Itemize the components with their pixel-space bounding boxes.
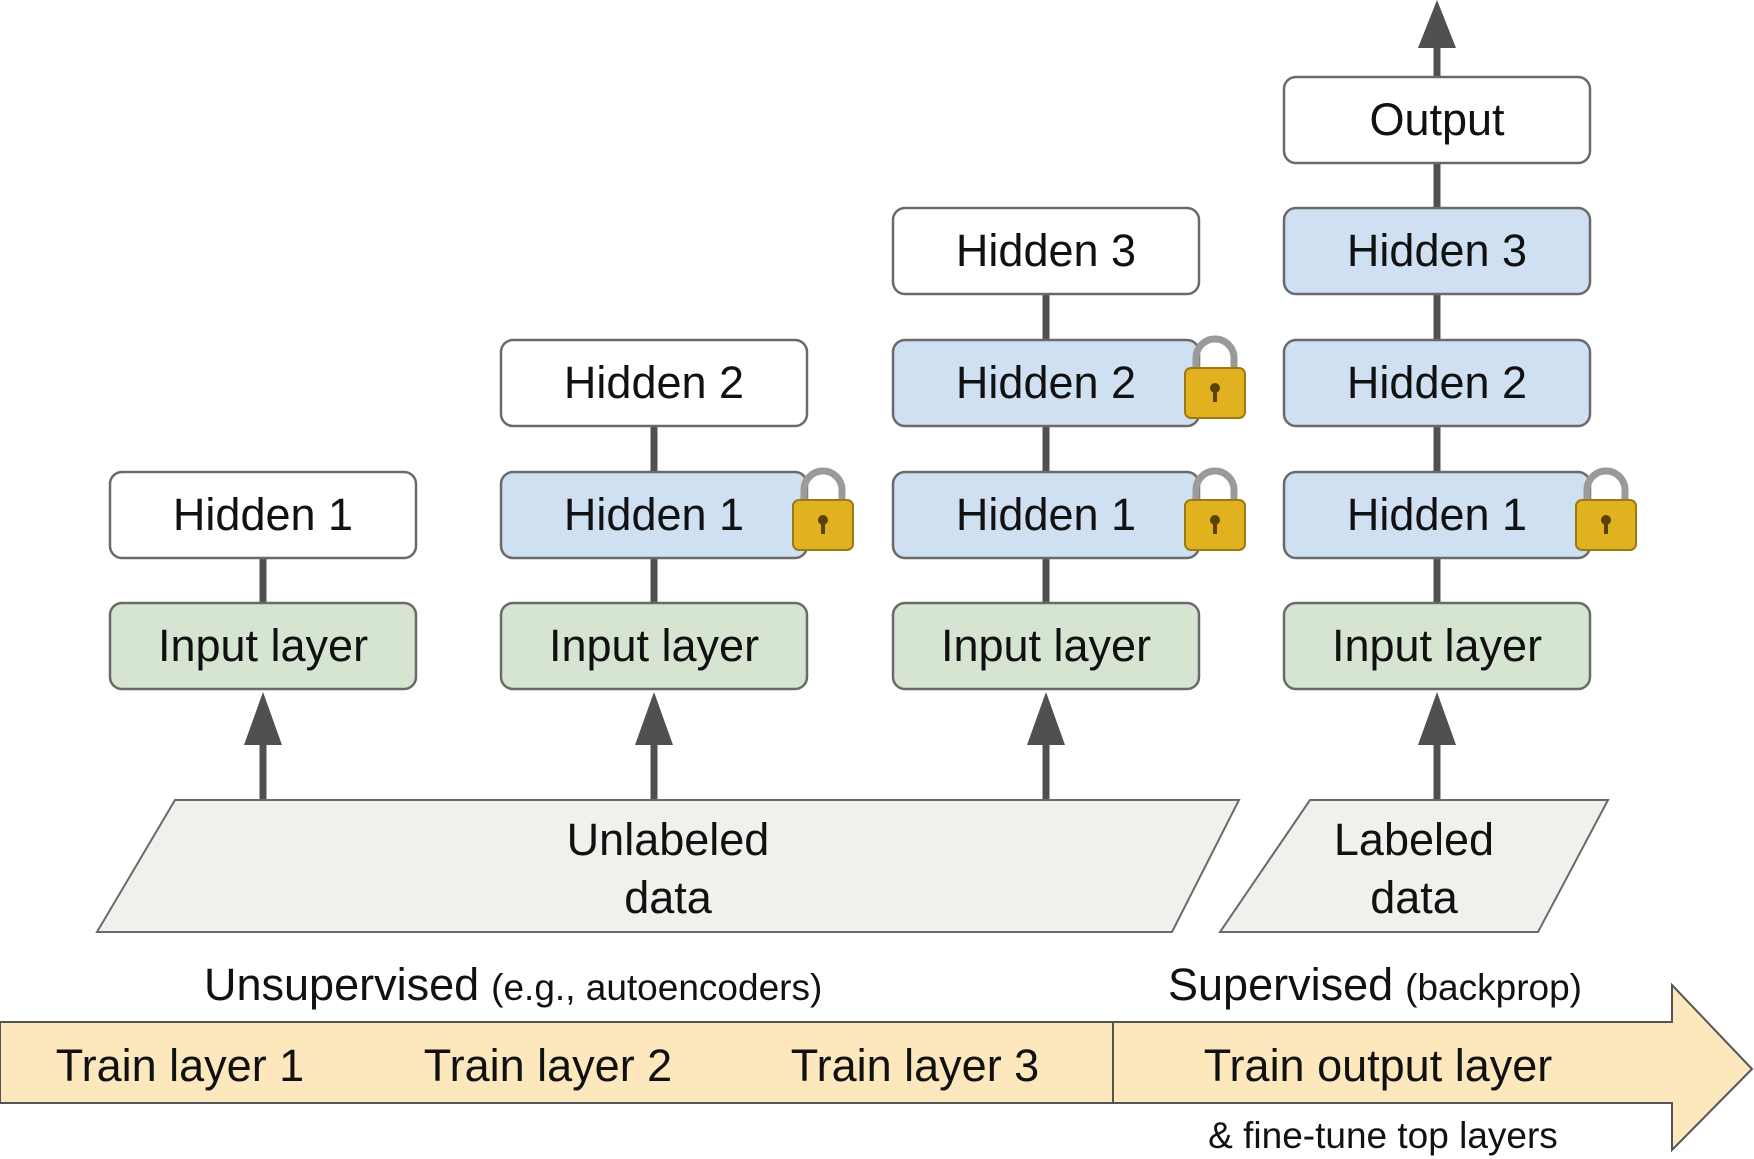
unlabeled-data-label-line1: Unlabeled <box>567 814 770 865</box>
unlabeled-data-label-line2: data <box>624 872 713 923</box>
training-progress-arrow <box>0 982 1754 1153</box>
layer-label: Hidden 1 <box>173 489 353 540</box>
padlock-icon <box>792 467 854 551</box>
layer-box <box>499 338 809 428</box>
lock-keyhole-slot <box>1213 522 1217 534</box>
stage-4-layer-hidden-3: Hidden 3 <box>1282 206 1592 296</box>
stage-4-input-arrow-head <box>1418 692 1456 745</box>
stage-3-layer-hidden-3: Hidden 3 <box>891 206 1201 296</box>
labeled-data-label-line2: data <box>1370 872 1459 923</box>
stage-2: Input layer Hidden 1 Hidden 2 <box>499 338 854 691</box>
step-train-layer-2: Train layer 2 <box>424 1040 672 1091</box>
stage-1: Input layer Hidden 1 <box>108 470 418 691</box>
stage-3-input-arrow-head <box>1027 692 1065 745</box>
lock-keyhole <box>1210 383 1220 393</box>
unlabeled-data-shape <box>95 799 1241 933</box>
lock-keyhole-slot <box>1604 522 1608 534</box>
lock-keyhole-slot <box>1213 390 1217 402</box>
stage-2-input-arrow-head <box>635 692 673 745</box>
stage-3-layer-input-layer: Input layer <box>891 601 1201 691</box>
layer-label: Input layer <box>941 620 1151 671</box>
lock-keyhole <box>1601 515 1611 525</box>
layer-box <box>1282 75 1592 165</box>
stage-4-layer-input-layer: Input layer <box>1282 601 1592 691</box>
layer-label: Output <box>1369 94 1505 145</box>
padlock-icon <box>1184 467 1246 551</box>
stage-2-layer-hidden-1: Hidden 1 <box>499 467 854 560</box>
stage-4-layer-hidden-1: Hidden 1 <box>1282 467 1637 560</box>
stage-1-layer-input-layer: Input layer <box>108 601 418 691</box>
stage-1-layer-hidden-1: Hidden 1 <box>108 470 418 560</box>
lock-shackle <box>1192 335 1238 370</box>
padlock-icon <box>1184 335 1246 419</box>
final-note: & fine-tune top layers <box>1208 1115 1558 1156</box>
layer-label: Input layer <box>549 620 759 671</box>
layer-label: Hidden 3 <box>956 225 1136 276</box>
phase-unsupervised-label: Unsupervised <box>204 959 479 1010</box>
layer-box <box>891 206 1201 296</box>
unlabeled-data: Unlabeled data <box>95 799 1241 933</box>
layer-box <box>108 601 418 691</box>
step-train-layer-1: Train layer 1 <box>56 1040 304 1091</box>
input-arrows <box>244 692 1456 800</box>
phase-supervised-label: Supervised <box>1168 959 1393 1010</box>
lock-keyhole-slot <box>821 522 825 534</box>
lock-keyhole <box>1210 515 1220 525</box>
stage-3-layer-hidden-2: Hidden 2 <box>891 335 1246 428</box>
labeled-data-shape <box>1218 799 1610 933</box>
phase-supervised-note: (backprop) <box>1405 967 1582 1008</box>
padlock-icon <box>1575 467 1637 551</box>
layer-label: Hidden 2 <box>956 357 1136 408</box>
layer-label: Hidden 1 <box>1347 489 1527 540</box>
labeled-data: Labeled data <box>1218 799 1610 933</box>
layer-label: Hidden 3 <box>1347 225 1527 276</box>
stage-3: Input layer Hidden 1 Hidden 2 Hidden 3 <box>891 206 1246 691</box>
layer-box <box>108 470 418 560</box>
step-train-output-layer: Train output layer <box>1204 1040 1553 1091</box>
stage-4-layer-output: Output <box>1282 75 1592 165</box>
phase-unsupervised: Unsupervised (e.g., autoencoders) <box>204 959 822 1010</box>
phase-unsupervised-note: (e.g., autoencoders) <box>491 967 822 1008</box>
step-train-layer-3: Train layer 3 <box>791 1040 1039 1091</box>
lock-keyhole <box>818 515 828 525</box>
layer-box <box>891 601 1201 691</box>
layer-label: Hidden 2 <box>564 357 744 408</box>
stage-4-layer-hidden-2: Hidden 2 <box>1282 338 1592 428</box>
layer-label: Hidden 1 <box>564 489 744 540</box>
phase-supervised: Supervised (backprop) <box>1168 959 1582 1010</box>
labeled-data-label-line1: Labeled <box>1334 814 1494 865</box>
stage-1-input-arrow-head <box>244 692 282 745</box>
layer-label: Input layer <box>158 620 368 671</box>
layer-label: Hidden 1 <box>956 489 1136 540</box>
layer-box <box>499 601 809 691</box>
lock-shackle <box>1192 467 1238 502</box>
layer-connectors <box>259 0 1456 646</box>
lock-shackle <box>800 467 846 502</box>
layer-label: Input layer <box>1332 620 1542 671</box>
layer-box <box>1282 601 1592 691</box>
layer-box <box>1282 206 1592 296</box>
lock-shackle <box>1583 467 1629 502</box>
stage-2-layer-hidden-2: Hidden 2 <box>499 338 809 428</box>
layer-label: Hidden 2 <box>1347 357 1527 408</box>
output-arrow-head <box>1418 0 1456 48</box>
stage-4: Input layer Hidden 1 Hidden 2 Hidden 3 Outpu… <box>1282 75 1637 691</box>
stage-2-layer-input-layer: Input layer <box>499 601 809 691</box>
layer-box <box>1282 338 1592 428</box>
stage-3-layer-hidden-1: Hidden 1 <box>891 467 1246 560</box>
network-stages: Input layer Hidden 1 Input layer Hidden 1 Hi… <box>108 75 1637 691</box>
